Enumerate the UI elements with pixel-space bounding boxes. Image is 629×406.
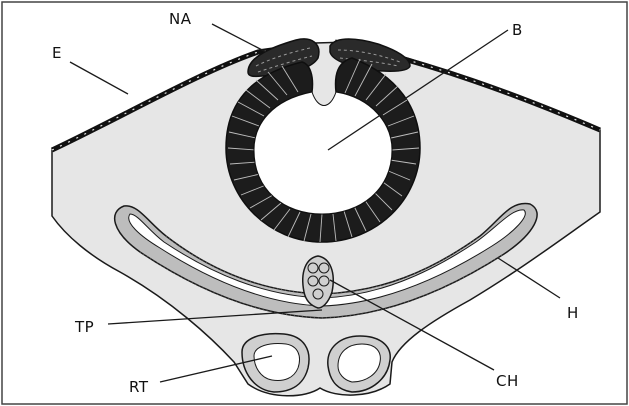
label-na: NA [169, 10, 192, 28]
label-rt: RT [129, 378, 149, 396]
label-ch: CH [496, 372, 519, 390]
notochord [303, 256, 333, 308]
label-e: E [52, 44, 62, 62]
neural-tube-lumen [254, 92, 392, 214]
label-b: B [512, 21, 523, 39]
label-h: H [567, 304, 579, 322]
label-tp: TP [74, 318, 94, 336]
